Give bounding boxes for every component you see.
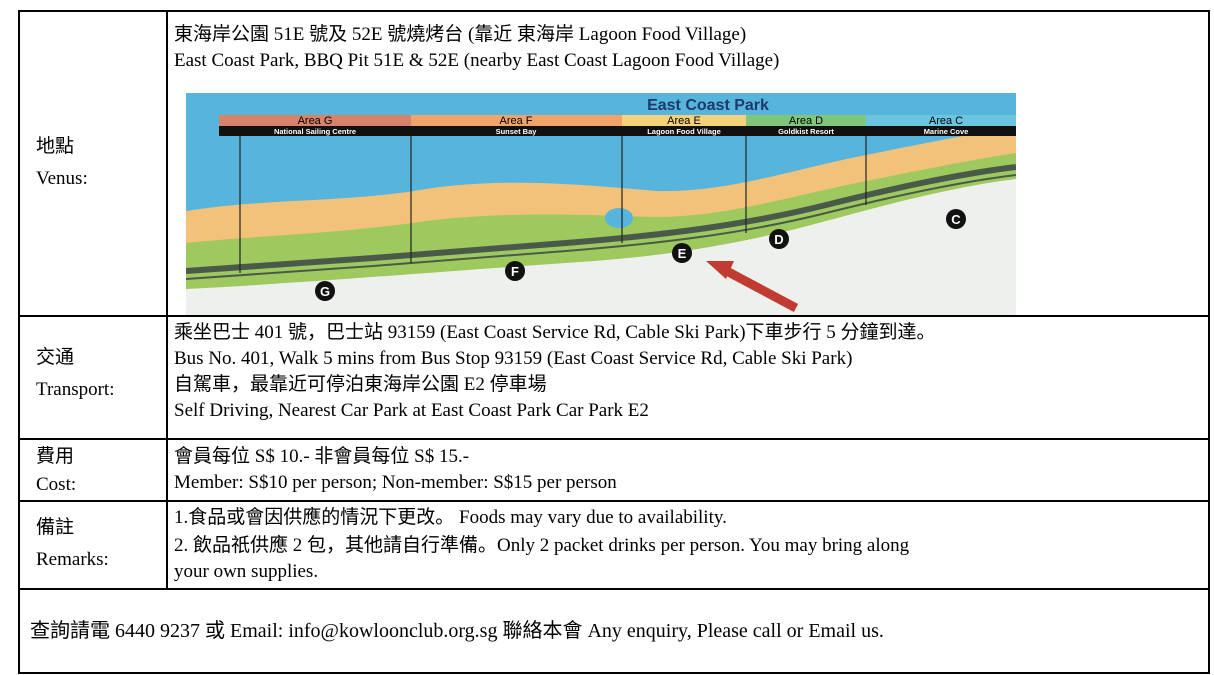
footer-row: 查詢請電 6440 9237 或 Email: info@kowloonclub… [18,590,1210,674]
map-image: East Coast Park Area G Area F Are [186,93,1016,315]
area-c-label: Area C [929,115,963,127]
venue-address-en: East Coast Park, BBQ Pit 51E & 52E (near… [174,50,780,71]
remarks-label-zh: 備註 [36,517,75,538]
transport-line: 乘坐巴士 401 號，巴士站 93159 (East Coast Service… [174,322,936,343]
cost-label-cell: 費用 Cost: [20,440,168,500]
venue-label-cell: 地點 Venus: [20,12,168,315]
area-g-label: Area G [298,115,333,127]
cost-zh: 會員每位 S$ 10.- 非會員每位 S$ 15.- [174,446,470,467]
remarks-line: 1.食品或會因供應的情況下更改。 Foods may vary due to a… [174,507,727,528]
map-lagoon [605,208,633,228]
cost-content-cell: 會員每位 S$ 10.- 非會員每位 S$ 15.- Member: S$10 … [168,440,1208,500]
map-markers: G F E D C [315,209,966,301]
transport-label-en: Transport: [36,379,115,400]
transport-content-cell: 乘坐巴士 401 號，巴士站 93159 (East Coast Service… [168,317,1208,438]
transport-label-zh: 交通 [36,347,75,368]
remarks-row: 備註 Remarks: 1.食品或會因供應的情況下更改。 Foods may v… [18,502,1210,590]
cost-row: 費用 Cost: 會員每位 S$ 10.- 非會員每位 S$ 15.- Memb… [18,440,1210,502]
svg-text:D: D [774,232,783,247]
transport-label-cell: 交通 Transport: [20,317,168,438]
cost-label-zh: 費用 [36,446,75,467]
event-info-table: 地點 Venus: 東海岸公園 51E 號及 52E 號燒烤台 (靠近 東海岸 … [18,0,1210,675]
venue-content-cell: 東海岸公園 51E 號及 52E 號燒烤台 (靠近 東海岸 Lagoon Foo… [168,12,1208,315]
remarks-label-en: Remarks: [36,549,109,570]
svg-text:G: G [320,284,330,299]
venue-label-en: Venus: [36,168,88,189]
transport-line: Bus No. 401, Walk 5 mins from Bus Stop 9… [174,348,853,369]
remarks-line: 2. 飲品祇供應 2 包，其他請自行準備。Only 2 packet drink… [174,535,910,556]
area-g-sub: National Sailing Centre [274,127,356,136]
map-arrow-icon [706,261,799,312]
svg-text:E: E [678,246,687,261]
map-road [186,164,1016,274]
venue-row: 地點 Venus: 東海岸公園 51E 號及 52E 號燒烤台 (靠近 東海岸 … [18,10,1210,317]
transport-row: 交通 Transport: 乘坐巴士 401 號，巴士站 93159 (East… [18,317,1210,440]
area-d-sub: Goldkist Resort [778,127,834,136]
transport-line: Self Driving, Nearest Car Park at East C… [174,400,649,421]
svg-text:F: F [511,264,519,279]
map-area-headers [219,115,1016,136]
area-f-sub: Sunset Bay [496,127,538,136]
svg-text:C: C [951,212,961,227]
enquiry-text: 查詢請電 6440 9237 或 Email: info@kowloonclub… [30,620,884,642]
east-coast-park-map: East Coast Park Area G Area F Are [186,93,1016,315]
transport-line: 自駕車，最靠近可停泊東海岸公園 E2 停車場 [174,374,547,395]
remarks-line: your own supplies. [174,561,319,582]
cost-label-en: Cost: [36,474,77,495]
area-d-label: Area D [789,115,823,127]
venue-address-zh: 東海岸公園 51E 號及 52E 號燒烤台 (靠近 東海岸 Lagoon Foo… [174,24,747,45]
map-title: East Coast Park [647,97,769,114]
area-e-label: Area E [667,115,701,127]
area-e-sub: Lagoon Food Village [647,127,721,136]
remarks-content-cell: 1.食品或會因供應的情況下更改。 Foods may vary due to a… [168,502,1208,588]
remarks-label-cell: 備註 Remarks: [20,502,168,588]
map-urban [186,179,1016,315]
venue-label-zh: 地點 [36,136,75,157]
area-c-sub: Marine Cove [924,127,969,136]
area-f-label: Area F [499,115,532,127]
cost-en: Member: S$10 per person; Non-member: S$1… [174,472,617,493]
